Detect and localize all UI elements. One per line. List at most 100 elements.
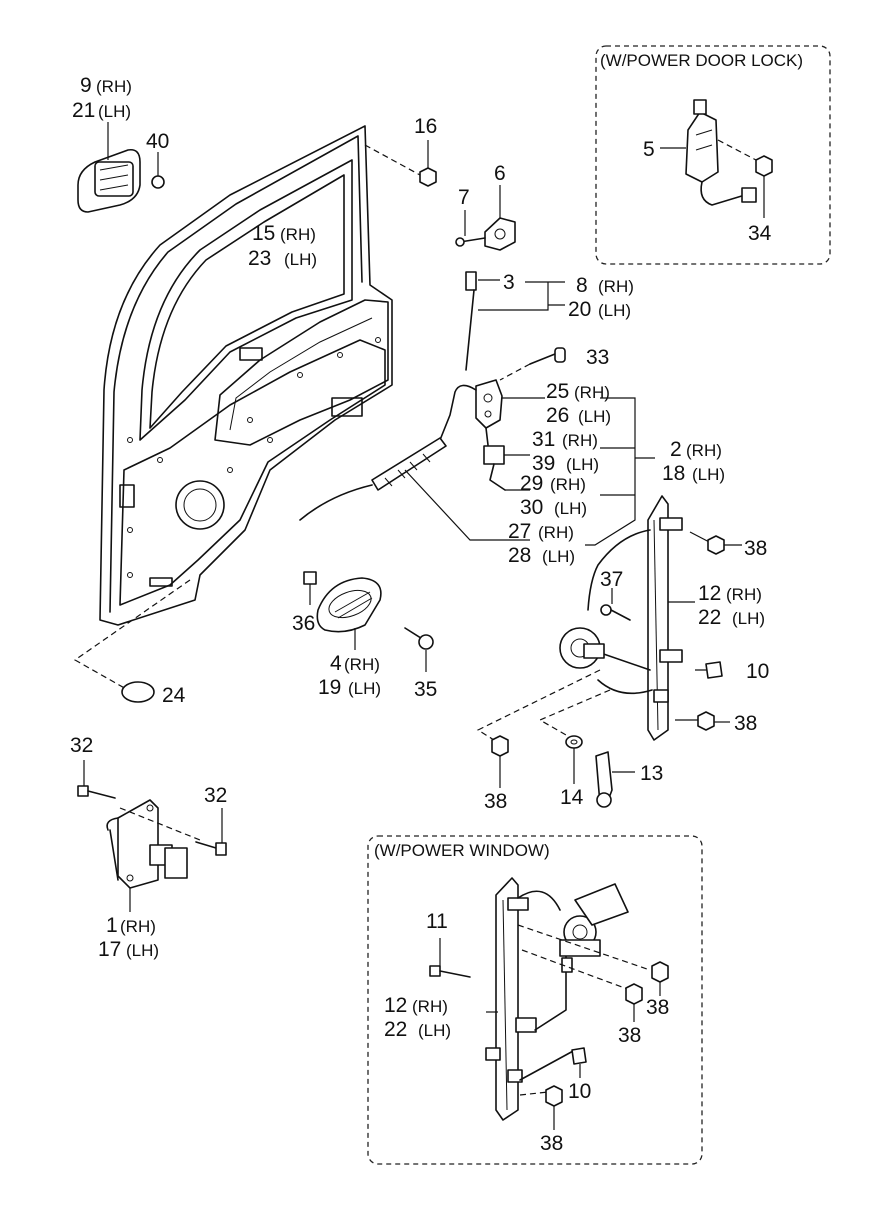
label-15-side: (RH) [280, 225, 316, 244]
label-36: 36 [292, 612, 315, 635]
label-20-side: (LH) [598, 301, 631, 320]
nut-38-pw-c [545, 1085, 563, 1130]
label-15: 15 [252, 222, 275, 245]
label-8-side: (RH) [598, 277, 634, 296]
inset-power-window-title: (W/POWER WINDOW) [374, 841, 550, 860]
nut-38-top [707, 535, 742, 555]
label-8: 8 [576, 274, 588, 297]
bolt-11 [429, 938, 471, 978]
label-9: 9 [80, 74, 92, 97]
bolt-32-right [195, 808, 227, 856]
outside-handle-4-19 [316, 577, 382, 650]
label-24: 24 [162, 684, 186, 707]
label-6: 6 [494, 162, 506, 185]
label-25-side: (RH) [574, 383, 610, 402]
label-16: 16 [414, 115, 437, 138]
label-2: 2 [670, 438, 682, 461]
label-w12: 12 [384, 994, 407, 1017]
label-2-side: (RH) [686, 441, 722, 460]
power-door-lock-inset [595, 45, 831, 265]
label-w38-b: 38 [618, 1024, 641, 1047]
label-27-side: (RH) [538, 523, 574, 542]
label-12-side: (RH) [726, 585, 762, 604]
label-29: 29 [520, 472, 543, 495]
label-32-b: 32 [204, 784, 227, 807]
clip-10-pw [571, 1047, 587, 1078]
label-32-a: 32 [70, 734, 93, 757]
label-27: 27 [508, 520, 531, 543]
part-labels: 9 (RH) 21 (LH) 40 16 15 (RH) 23 (LH) 6 7… [70, 51, 803, 1155]
label-1-side: (RH) [120, 917, 156, 936]
label-28-side: (LH) [542, 547, 575, 566]
nut-38-mid [697, 711, 730, 731]
bolt-32-left [77, 760, 116, 799]
label-5: 5 [643, 138, 655, 161]
crank-handle-13 [595, 751, 635, 808]
label-38-c: 38 [484, 790, 507, 813]
washer-14 [565, 735, 583, 784]
label-w38-c: 38 [540, 1132, 563, 1155]
label-w22-side: (LH) [418, 1021, 451, 1040]
screw-35 [404, 627, 434, 672]
label-26-side: (LH) [578, 407, 611, 426]
label-23-side: (LH) [284, 250, 317, 269]
latch-assembly [299, 379, 655, 546]
label-38-b: 38 [734, 712, 757, 735]
label-28: 28 [508, 544, 531, 567]
label-w22: 22 [384, 1018, 407, 1041]
clip-36 [303, 571, 317, 605]
bolt-37 [600, 588, 631, 621]
label-9-side: (RH) [96, 77, 132, 96]
label-33: 33 [586, 346, 609, 369]
label-17-side: (LH) [126, 941, 159, 960]
label-w10: 10 [568, 1080, 591, 1103]
label-30-side: (LH) [554, 499, 587, 518]
inside-handle-9-21 [77, 122, 141, 213]
label-18: 18 [662, 462, 685, 485]
inset-power-door-lock-title: (W/POWER DOOR LOCK) [600, 51, 803, 70]
label-17: 17 [98, 938, 121, 961]
label-39-side: (LH) [566, 455, 599, 474]
label-18-side: (LH) [692, 465, 725, 484]
label-14: 14 [560, 786, 584, 809]
label-10: 10 [746, 660, 769, 683]
nut-38-pw-a [651, 961, 669, 996]
label-7: 7 [458, 186, 470, 209]
label-37: 37 [600, 568, 623, 591]
label-1: 1 [106, 914, 118, 937]
label-19-side: (LH) [348, 679, 381, 698]
label-21: 21 [72, 99, 95, 122]
rod-8-20 [465, 271, 565, 371]
label-3: 3 [503, 271, 515, 294]
power-window-regulator [485, 877, 651, 1121]
nut-34 [717, 139, 773, 218]
window-regulator-12-22 [559, 495, 720, 741]
label-38-a: 38 [744, 537, 767, 560]
door-lock-actuator-5 [660, 99, 757, 206]
label-21-side: (LH) [98, 102, 131, 121]
label-31: 31 [532, 428, 555, 451]
bolt-40 [151, 152, 165, 189]
label-31-side: (RH) [562, 431, 598, 450]
label-w38-a: 38 [646, 996, 669, 1019]
label-20: 20 [568, 298, 591, 321]
door-panel [99, 125, 393, 626]
label-34: 34 [748, 222, 772, 245]
bolt-33 [499, 347, 566, 381]
label-4: 4 [330, 652, 342, 675]
power-window-inset [367, 835, 703, 1165]
label-40: 40 [146, 130, 169, 153]
label-22: 22 [698, 606, 721, 629]
label-4-side: (RH) [344, 655, 380, 674]
label-25: 25 [546, 380, 569, 403]
label-26: 26 [546, 404, 569, 427]
hinge-1-17 [106, 799, 188, 912]
nut-16 [419, 140, 437, 187]
nut-38-pw-b [625, 983, 643, 1022]
label-29-side: (RH) [550, 475, 586, 494]
label-35: 35 [414, 678, 437, 701]
label-30: 30 [520, 496, 543, 519]
label-w11: 11 [426, 910, 448, 933]
clip-10 [705, 661, 723, 679]
